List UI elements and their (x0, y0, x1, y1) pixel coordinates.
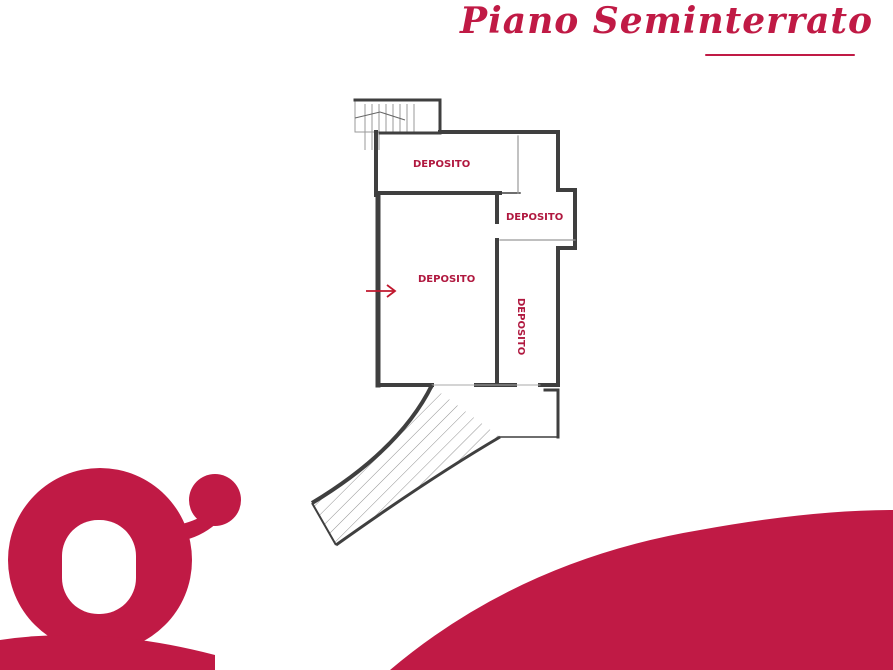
room-label-deposito-main: DEPOSITO (418, 274, 475, 285)
room-label-deposito-vertical: DEPOSITO (515, 298, 526, 355)
brand-swoosh (390, 510, 893, 670)
ramp (310, 384, 501, 547)
stairs-icon (354, 99, 441, 150)
entry-arrow-icon (366, 284, 397, 298)
room-label-deposito-right: DEPOSITO (506, 212, 563, 223)
title-flourish (705, 54, 855, 56)
page-title: Piano Seminterrato (460, 0, 874, 42)
g-logo-icon (0, 468, 241, 670)
walls (353, 98, 577, 439)
room-label-deposito-top: DEPOSITO (413, 159, 470, 170)
